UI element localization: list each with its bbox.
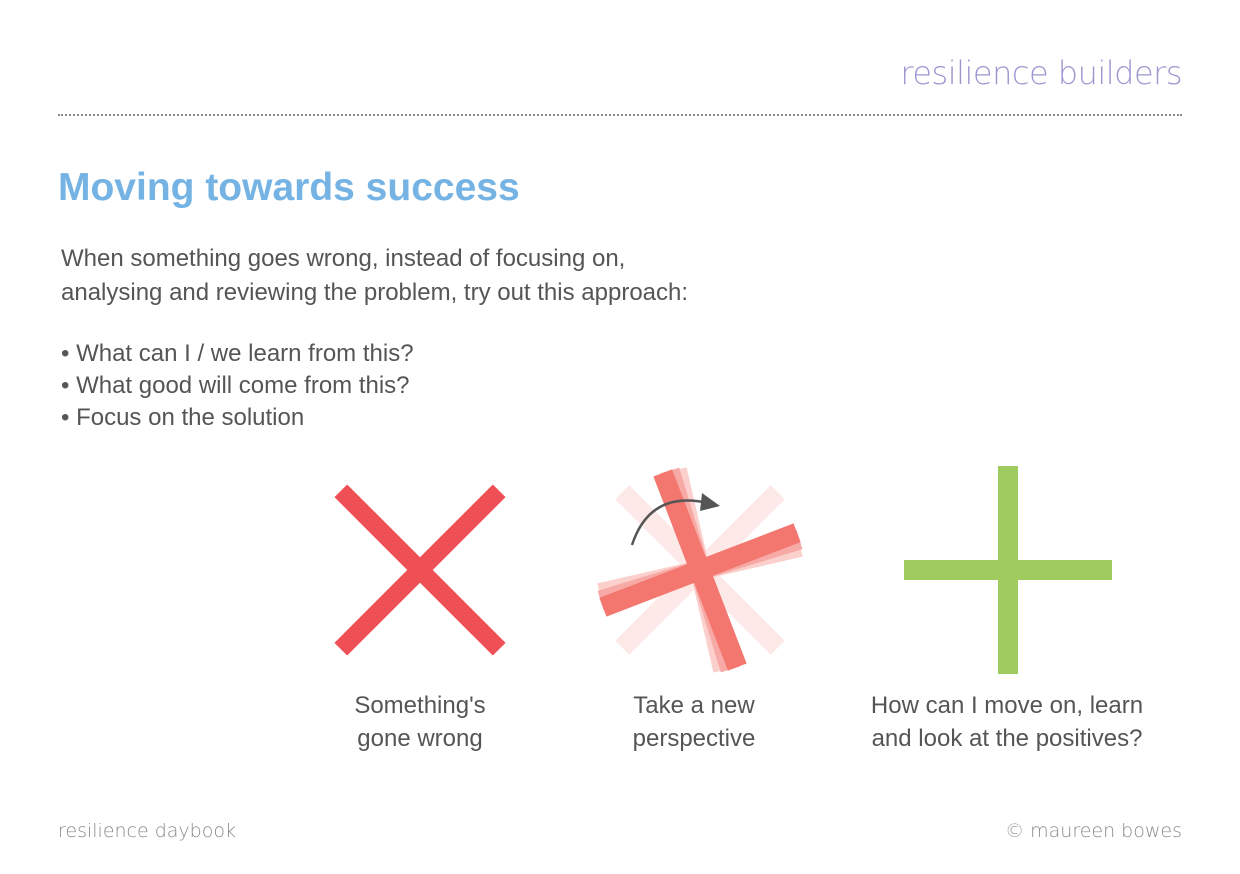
caption-line: gone wrong <box>357 725 483 752</box>
list-item: • What can I / we learn from this? <box>61 340 414 367</box>
intro-text: When something goes wrong, instead of fo… <box>61 242 688 310</box>
footer-left: resilience daybook <box>58 820 236 842</box>
caption-move-on: How can I move on, learn and look at the… <box>847 689 1167 755</box>
list-item: • What good will come from this? <box>61 372 410 399</box>
intro-line: analysing and reviewing the problem, try… <box>61 279 689 306</box>
intro-line: When something goes wrong, instead of fo… <box>61 245 626 272</box>
caption-line: How can I move on, learn <box>870 692 1144 719</box>
brand-title: resilience builders <box>900 54 1182 92</box>
list-item: • Focus on the solution <box>61 404 305 431</box>
caption-line: Something's <box>354 692 486 719</box>
bullet-list: • What can I / we learn from this? • Wha… <box>61 338 414 434</box>
page-title: Moving towards success <box>58 166 520 209</box>
caption-line: perspective <box>632 725 756 752</box>
caption-line: Take a new <box>633 692 755 719</box>
footer-copyright: © maureen bowes <box>1005 820 1182 842</box>
caption-line: and look at the positives? <box>871 725 1143 752</box>
rotate-arrow-icon <box>630 493 720 546</box>
caption-new-perspective: Take a new perspective <box>534 689 854 755</box>
dotted-divider <box>58 114 1182 116</box>
caption-something-wrong: Something's gone wrong <box>260 689 580 755</box>
